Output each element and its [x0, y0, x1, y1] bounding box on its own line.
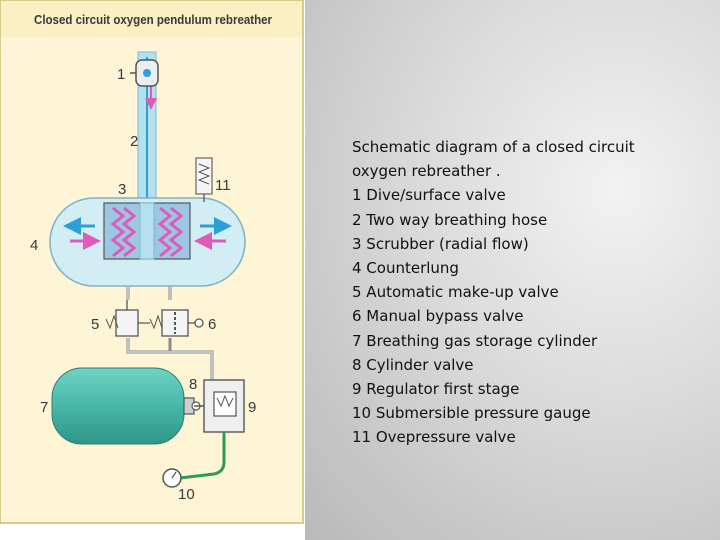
- label-6: 6: [208, 316, 216, 333]
- cylinder-valve: [183, 397, 204, 415]
- scrubber-zigzag-left-2: [121, 206, 137, 258]
- pipe-fill: [127, 286, 213, 380]
- caption-item-1: 1 Dive/surface valve: [352, 186, 506, 205]
- caption-text: Schematic diagram of a closed circuit ox…: [352, 135, 682, 450]
- caption-item-6: 6 Manual bypass valve: [352, 307, 524, 326]
- overpressure-valve: [195, 157, 213, 202]
- label-5: 5: [91, 316, 99, 333]
- caption-item-8: 8 Cylinder valve: [352, 355, 474, 374]
- scrubber-zigzag-right-2: [168, 206, 184, 258]
- label-9: 9: [248, 399, 256, 416]
- caption-item-5: 5 Automatic make-up valve: [352, 283, 559, 302]
- label-11: 11: [215, 177, 231, 194]
- caption-item-2: 2 Two way breathing hose: [352, 210, 548, 229]
- label-4: 4: [30, 237, 38, 254]
- caption-item-10: 10 Submersible pressure gauge: [352, 404, 591, 423]
- rebreather-figure: Closed circuit oxygen pendulum rebreathe…: [0, 0, 305, 525]
- dive-surface-valve: [130, 59, 159, 87]
- label-8: 8: [189, 376, 197, 393]
- title-band: [1, 1, 302, 37]
- label-10: 10: [178, 486, 195, 503]
- hp-hose: [179, 432, 226, 480]
- caption-item-7: 7 Breathing gas storage cylinder: [352, 331, 598, 350]
- scrubber-zigzag-right: [157, 206, 173, 258]
- caption-item-4: 4 Counterlung: [352, 259, 459, 278]
- scrubber-core: [139, 202, 155, 260]
- label-2: 2: [130, 133, 138, 150]
- caption-heading: Schematic diagram of a closed circuit ox…: [352, 138, 635, 181]
- caption-item-9: 9 Regulator first stage: [352, 380, 520, 399]
- manual-bypass-valve: [149, 309, 204, 337]
- pressure-gauge: [162, 468, 182, 488]
- label-3: 3: [118, 181, 126, 198]
- scrubber-zigzag-left: [110, 206, 126, 258]
- caption-item-11: 11 Ovepressure valve: [352, 428, 516, 447]
- caption-item-3: 3 Scrubber (radial flow): [352, 234, 529, 253]
- gas-cylinder: [51, 367, 185, 445]
- label-7: 7: [40, 399, 48, 416]
- figure-title: Closed circuit oxygen pendulum rebreathe…: [34, 12, 272, 27]
- label-1: 1: [117, 66, 125, 83]
- gray-background: [305, 0, 720, 540]
- automatic-makeup-valve: [105, 300, 150, 337]
- regulator-first-stage: [203, 379, 245, 433]
